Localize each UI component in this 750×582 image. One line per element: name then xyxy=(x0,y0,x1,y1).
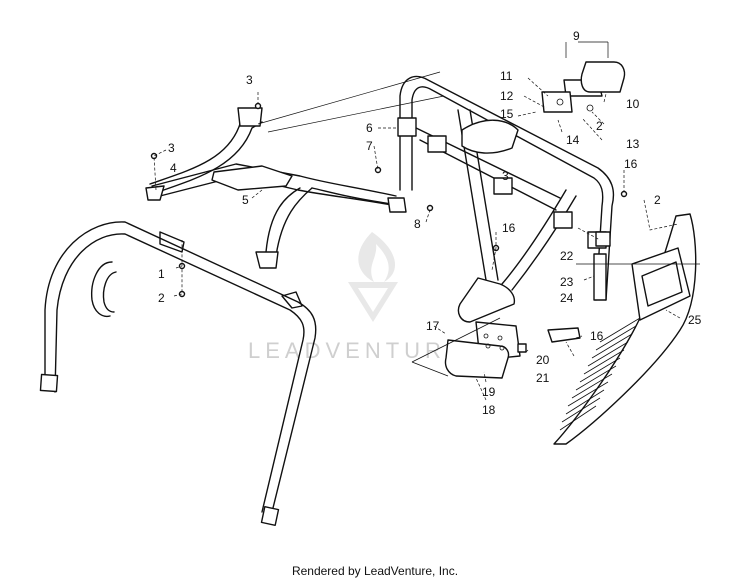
callout-14: 14 xyxy=(566,133,580,147)
callout-19: 19 xyxy=(482,385,496,399)
callout-5: 5 xyxy=(242,193,249,207)
callout-9: 9 xyxy=(573,29,580,43)
callout-8: 8 xyxy=(414,217,421,231)
support-tube xyxy=(593,231,611,301)
side-panel xyxy=(553,213,697,445)
rear-brace xyxy=(145,107,407,269)
front-roll-bar xyxy=(39,221,317,526)
callout-16: 16 xyxy=(624,157,638,171)
callout-2: 2 xyxy=(158,291,165,305)
rear-roll-cage xyxy=(397,75,615,323)
callout-22: 22 xyxy=(560,249,574,263)
callout-3: 3 xyxy=(502,169,509,183)
fasteners xyxy=(150,102,628,298)
callout-1: 1 xyxy=(158,267,165,281)
footer-credit: Rendered by LeadVenture, Inc. xyxy=(291,564,459,578)
callout-23: 23 xyxy=(560,275,574,289)
callout-13: 13 xyxy=(626,137,640,151)
callout-16: 16 xyxy=(590,329,604,343)
callout-6: 6 xyxy=(366,121,373,135)
plate-bracket xyxy=(411,317,521,379)
callout-3: 3 xyxy=(168,141,175,155)
small-bracket xyxy=(517,327,581,353)
callout-3: 3 xyxy=(246,73,253,87)
watermark: LEADVENTURE xyxy=(248,232,466,363)
callout-25: 25 xyxy=(688,313,702,327)
leader-lines xyxy=(153,41,700,401)
watermark-text: LEADVENTURE xyxy=(248,338,466,363)
callout-15: 15 xyxy=(500,107,514,121)
callout-18: 18 xyxy=(482,403,496,417)
callout-2: 2 xyxy=(596,119,603,133)
callout-16: 16 xyxy=(502,221,516,235)
callout-10: 10 xyxy=(626,97,640,111)
callout-12: 12 xyxy=(500,89,514,103)
callout-labels: 3 3 4 5 1 2 6 7 8 9 10 11 12 13 14 15 16… xyxy=(158,29,702,417)
callout-4: 4 xyxy=(170,161,177,175)
light-assembly xyxy=(461,61,626,154)
callout-20: 20 xyxy=(536,353,550,367)
callout-24: 24 xyxy=(560,291,574,305)
callout-17: 17 xyxy=(426,319,440,333)
callout-11: 11 xyxy=(500,69,513,83)
callout-2: 2 xyxy=(654,193,661,207)
callout-7: 7 xyxy=(366,139,373,153)
callout-21: 21 xyxy=(536,371,550,385)
